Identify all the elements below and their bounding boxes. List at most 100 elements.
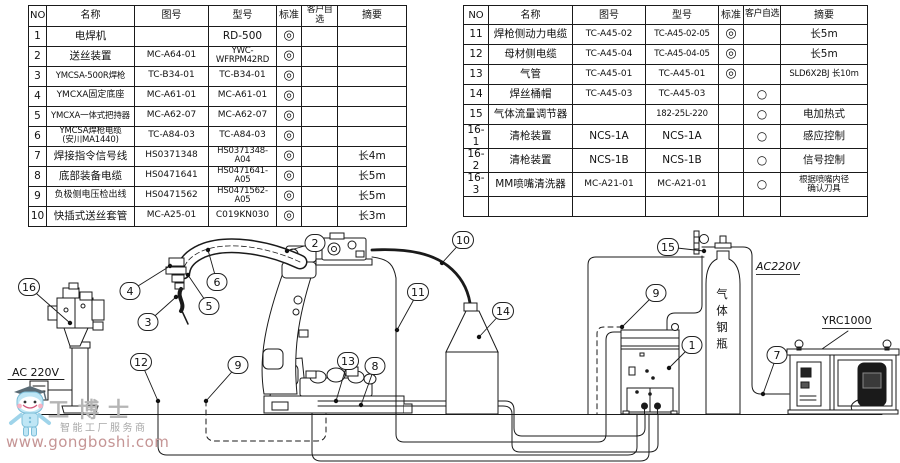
callout-2: 2: [304, 234, 326, 252]
table-cell: [301, 165, 338, 187]
callout-number: 7: [773, 348, 781, 362]
robot-controller: [786, 339, 900, 415]
callout-15: 15: [657, 238, 679, 256]
table-cell: [301, 185, 338, 207]
table-cell: 10: [28, 205, 47, 227]
table-cell: [488, 196, 573, 218]
table-cell: HS0471562-A05: [208, 185, 277, 207]
cable-dashed-9b: [596, 326, 623, 415]
table-cell: TC-A45-03: [645, 84, 719, 105]
callout-number: 14: [496, 304, 510, 318]
callout-7: 7: [766, 346, 788, 364]
table-cell: 清枪装置: [488, 123, 573, 150]
table-cell: 长5m: [780, 24, 868, 45]
table-cell: 清枪装置: [488, 148, 573, 174]
table-cell: [743, 196, 781, 218]
table-cell: [718, 148, 744, 174]
table-cell: NCS-1B: [572, 148, 646, 174]
table-cell: MC-A62-07: [134, 105, 209, 127]
table-cell: [301, 25, 338, 47]
table-row: [463, 196, 868, 218]
table-cell: [301, 105, 338, 127]
callout-number: 12: [134, 355, 148, 369]
callout-number: 15: [661, 240, 675, 254]
callout-number: 13: [341, 354, 355, 368]
barrel-cap: [463, 302, 478, 312]
table-cell: 感应控制: [780, 123, 868, 150]
table-cell: [645, 196, 719, 218]
welding-torch: [177, 287, 185, 313]
column-header: 型号: [208, 5, 277, 27]
table-cell: 13: [463, 64, 489, 85]
table-cell: ○: [743, 148, 781, 174]
table-cell: [301, 205, 338, 227]
table-cell: TC-A45-01: [572, 64, 646, 85]
table-cell: [301, 145, 338, 167]
ac220v-label-right: AC220V: [756, 260, 800, 275]
column-header: NO: [463, 5, 489, 25]
column-header: 摘要: [780, 5, 868, 25]
table-cell: 长4m: [337, 145, 407, 167]
table-cell: SLD6X2BJ 长10m: [780, 64, 868, 85]
column-header: 图号: [572, 5, 646, 25]
table-cell: 1: [28, 25, 47, 47]
table-cell: 焊枪侧动力电缆: [488, 24, 573, 45]
table-cell: [743, 44, 781, 65]
callout-number: 9: [234, 358, 242, 372]
table-cell: TC-A45-02-05: [645, 24, 719, 45]
table-cell: 6: [28, 125, 47, 147]
callout-number: 6: [213, 275, 221, 289]
callout-number: 11: [411, 285, 425, 299]
table-cell: 电加热式: [780, 104, 868, 125]
callout-number: 10: [456, 233, 470, 247]
table-cell: 长5m: [337, 185, 407, 207]
table-cell: ◎: [718, 64, 744, 85]
table-cell: [337, 105, 407, 127]
table-cell: [337, 65, 407, 87]
ac220v-label-left: AC 220V: [12, 366, 60, 379]
table-cell: C019KN030: [208, 205, 277, 227]
table-cell: TC-A45-03: [572, 84, 646, 105]
table-cell: HS0471562: [134, 185, 209, 207]
cable-to-regulator: [587, 256, 705, 415]
table-cell: 信号控制: [780, 148, 868, 174]
column-header: 标准: [718, 5, 744, 25]
callout-4: 4: [119, 282, 141, 300]
table-cell: 送丝装置: [46, 45, 135, 67]
callout-16: 16: [18, 278, 40, 296]
table-cell: [301, 45, 338, 67]
table-cell: NCS-1B: [645, 148, 719, 174]
table-cell: YMCXA固定底座: [46, 85, 135, 107]
table-cell: ◎: [276, 165, 302, 187]
callout-number: 9: [652, 286, 660, 300]
table-cell: [780, 84, 868, 105]
table-cell: 长3m: [337, 205, 407, 227]
callout-number: 4: [126, 284, 134, 298]
table-cell: ○: [743, 172, 781, 198]
column-header: 客户自选: [743, 5, 781, 25]
table-cell: ○: [743, 123, 781, 150]
table-cell: 长5m: [780, 44, 868, 65]
table-cell: ◎: [276, 205, 302, 227]
table-cell: TC-A84-03: [208, 125, 277, 147]
table-cell: [718, 123, 744, 150]
column-header: 名称: [488, 5, 573, 25]
table-cell: [301, 65, 338, 87]
table-cell: 11: [463, 24, 489, 45]
table-cell: 16-3: [463, 172, 489, 198]
gas-flow-regulator: [693, 230, 709, 255]
column-header: 图号: [134, 5, 209, 27]
table-cell: MC-A21-01: [572, 172, 646, 198]
table-cell: MC-A64-01: [134, 45, 209, 67]
table-cell: YMCSA-500R焊枪: [46, 65, 135, 87]
